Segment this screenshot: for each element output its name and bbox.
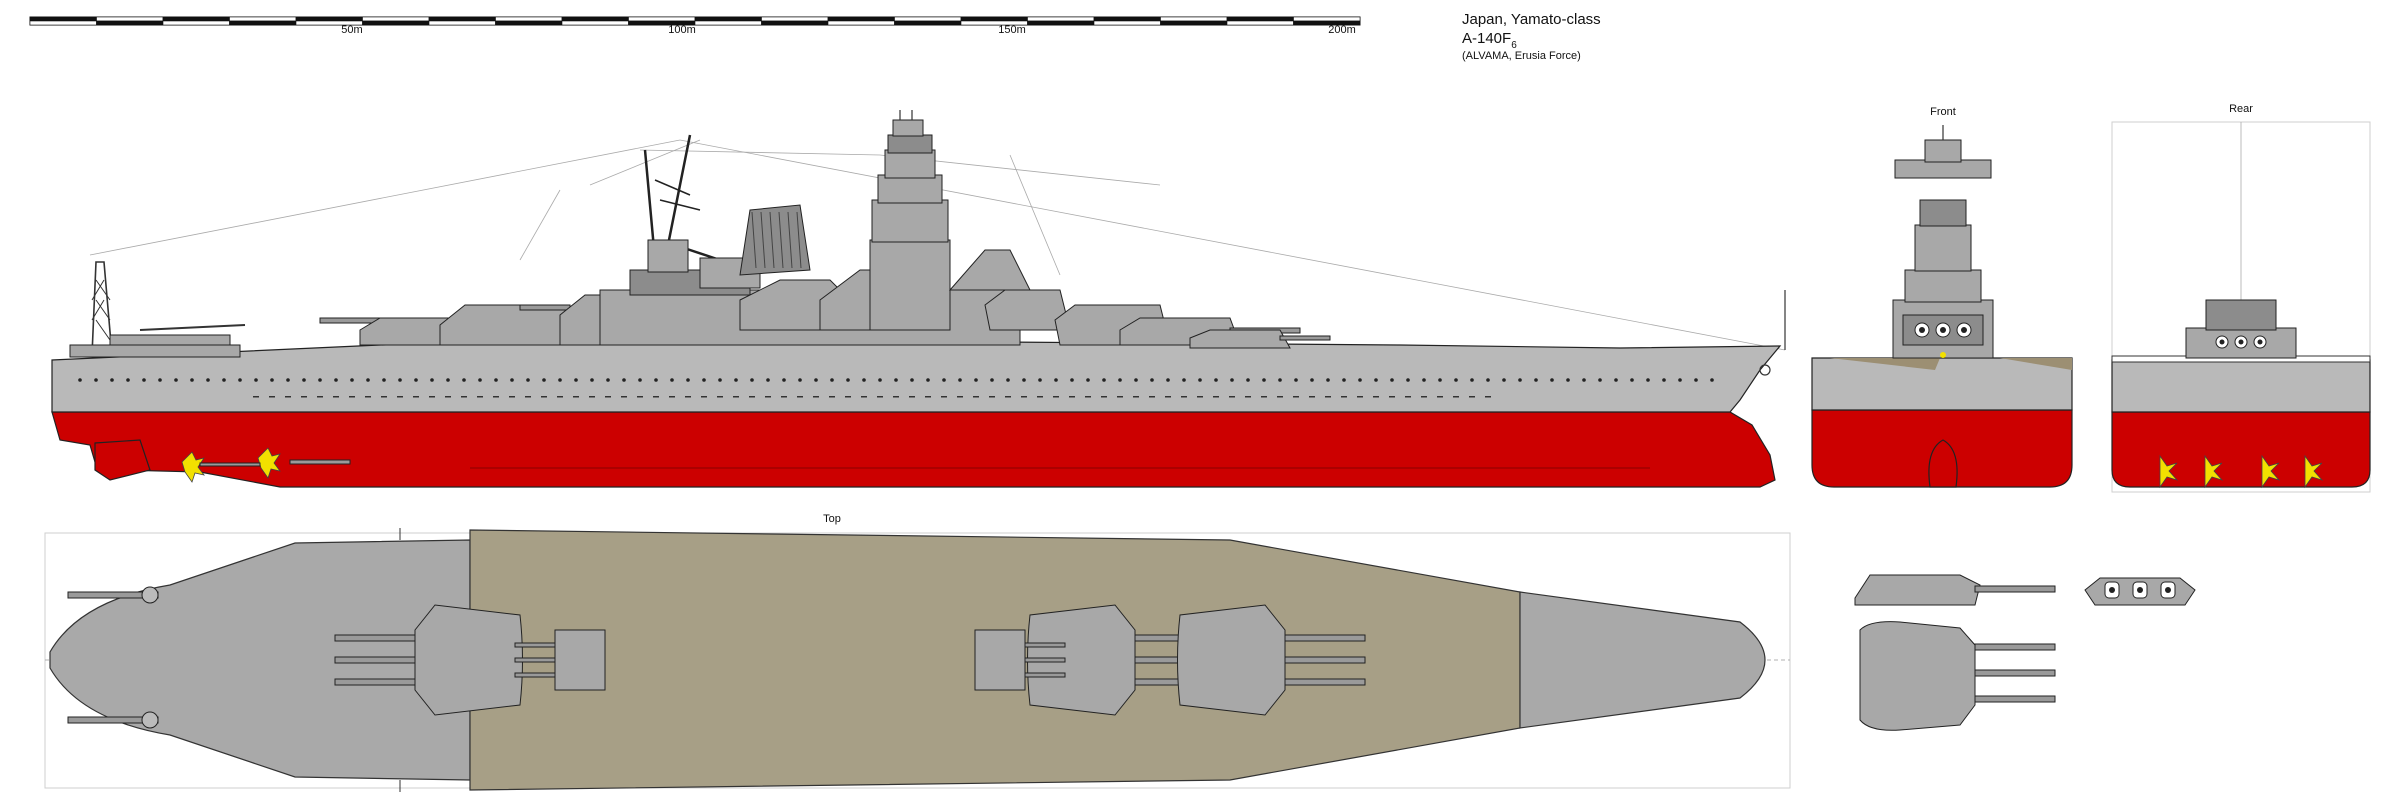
front-hull-grey <box>1811 357 2073 411</box>
scale-tick-200m: 200m <box>1328 24 1356 36</box>
detail-turret-side <box>1854 574 1981 606</box>
rigging-lines <box>89 139 1786 351</box>
designation-subscript: 6 <box>1511 40 1517 51</box>
porthole-rows <box>78 378 1714 398</box>
top-turret <box>1027 604 1216 716</box>
ship-designation: A-140F6 <box>1462 30 1517 51</box>
top-bow-deck <box>1519 591 1766 729</box>
stern-skeg <box>94 439 151 481</box>
central-superstructure <box>599 110 1331 349</box>
scale-tick-100m: 100m <box>668 24 696 36</box>
top-secondary-turret <box>974 629 1066 691</box>
aircraft-crane <box>69 261 246 358</box>
scale-tick-50m: 50m <box>341 24 362 36</box>
bow-crest <box>1759 364 1771 376</box>
top-secondary-turret <box>514 629 606 691</box>
top-view-label: Top <box>823 513 841 525</box>
rear-propellers <box>2159 454 2324 489</box>
turret-b-side <box>984 289 1071 331</box>
front-view-label: Front <box>1930 106 1956 118</box>
top-turret <box>334 604 523 716</box>
top-view: Top <box>44 513 1791 792</box>
funnel <box>739 204 811 276</box>
detail-turret-top <box>1859 621 1976 731</box>
rear-view: Rear <box>2111 103 2371 493</box>
rear-hull-red <box>2111 411 2371 488</box>
rear-view-label: Rear <box>2229 103 2253 115</box>
ship-name-faction: (ALVAMA, Erusia Force) <box>1462 50 1581 62</box>
side-propellers <box>181 447 351 483</box>
side-profile-view <box>51 110 1786 488</box>
hull-below-waterline <box>51 411 1776 488</box>
title-block: Japan, Yamato-class A-140F6 (ALVAMA, Eru… <box>1462 11 1601 62</box>
scale-tick-150m: 150m <box>998 24 1026 36</box>
hull-topside <box>51 339 1782 413</box>
ship-nation-class: Japan, Yamato-class <box>1462 11 1601 28</box>
turret-detail-views <box>1854 574 2196 731</box>
front-view: Front <box>1811 106 2073 488</box>
scale-bar: 50m 100m 150m 200m <box>29 16 1361 36</box>
rear-hull-grey <box>2111 359 2371 413</box>
top-turret <box>1177 604 1366 716</box>
pagoda-tower-base <box>869 239 951 331</box>
